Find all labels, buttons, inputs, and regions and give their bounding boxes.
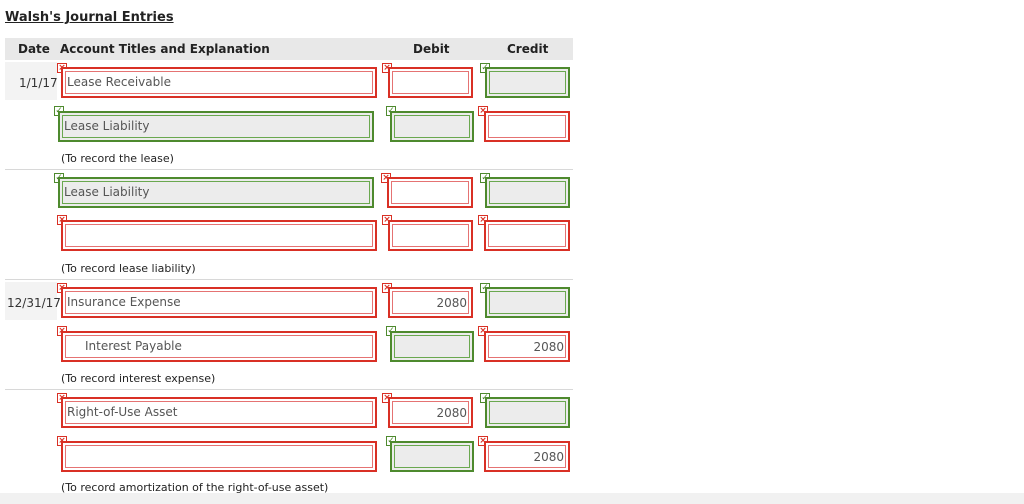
account-field[interactable]: Lease Liability — [58, 177, 374, 208]
entry-note: (To record interest expense) — [61, 372, 216, 385]
debit-field[interactable] — [390, 331, 474, 362]
page-title: Walsh's Journal Entries — [5, 10, 174, 25]
header-account: Account Titles and Explanation — [60, 42, 270, 56]
header-date: Date — [18, 42, 50, 56]
credit-field[interactable] — [485, 287, 570, 318]
debit-field[interactable]: 2080 — [388, 397, 473, 428]
entry-note: (To record lease liability) — [61, 262, 196, 275]
debit-field[interactable] — [390, 111, 474, 142]
date-label: 1/1/17 — [19, 76, 58, 90]
debit-field[interactable] — [388, 220, 473, 251]
credit-field[interactable] — [485, 67, 570, 98]
date-label: 12/31/17 — [7, 296, 61, 310]
entry-note: (To record amortization of the right-of-… — [61, 481, 329, 494]
credit-field[interactable] — [485, 177, 570, 208]
header-credit: Credit — [507, 42, 549, 56]
account-field[interactable]: Right-of-Use Asset — [61, 397, 377, 428]
bottom-bar — [0, 493, 1024, 504]
account-field[interactable]: Lease Receivable — [61, 67, 377, 98]
account-field[interactable]: Interest Payable — [61, 331, 377, 362]
account-field[interactable]: Lease Liability — [58, 111, 374, 142]
date-cell — [5, 282, 57, 320]
entry-separator — [5, 389, 573, 390]
debit-field[interactable] — [388, 67, 473, 98]
table-header: Date Account Titles and Explanation Debi… — [5, 38, 573, 60]
account-field[interactable] — [61, 220, 377, 251]
account-field[interactable]: Insurance Expense — [61, 287, 377, 318]
header-debit: Debit — [413, 42, 450, 56]
credit-field[interactable]: 2080 — [484, 331, 570, 362]
debit-field[interactable] — [390, 441, 474, 472]
credit-field[interactable] — [484, 220, 570, 251]
entry-note: (To record the lease) — [61, 152, 174, 165]
credit-field[interactable] — [485, 397, 570, 428]
account-field[interactable] — [61, 441, 377, 472]
entry-separator — [5, 169, 573, 170]
entry-separator — [5, 279, 573, 280]
debit-field[interactable]: 2080 — [388, 287, 473, 318]
debit-field[interactable] — [387, 177, 473, 208]
credit-field[interactable]: 2080 — [484, 441, 570, 472]
date-cell — [5, 62, 57, 100]
credit-field[interactable] — [484, 111, 570, 142]
